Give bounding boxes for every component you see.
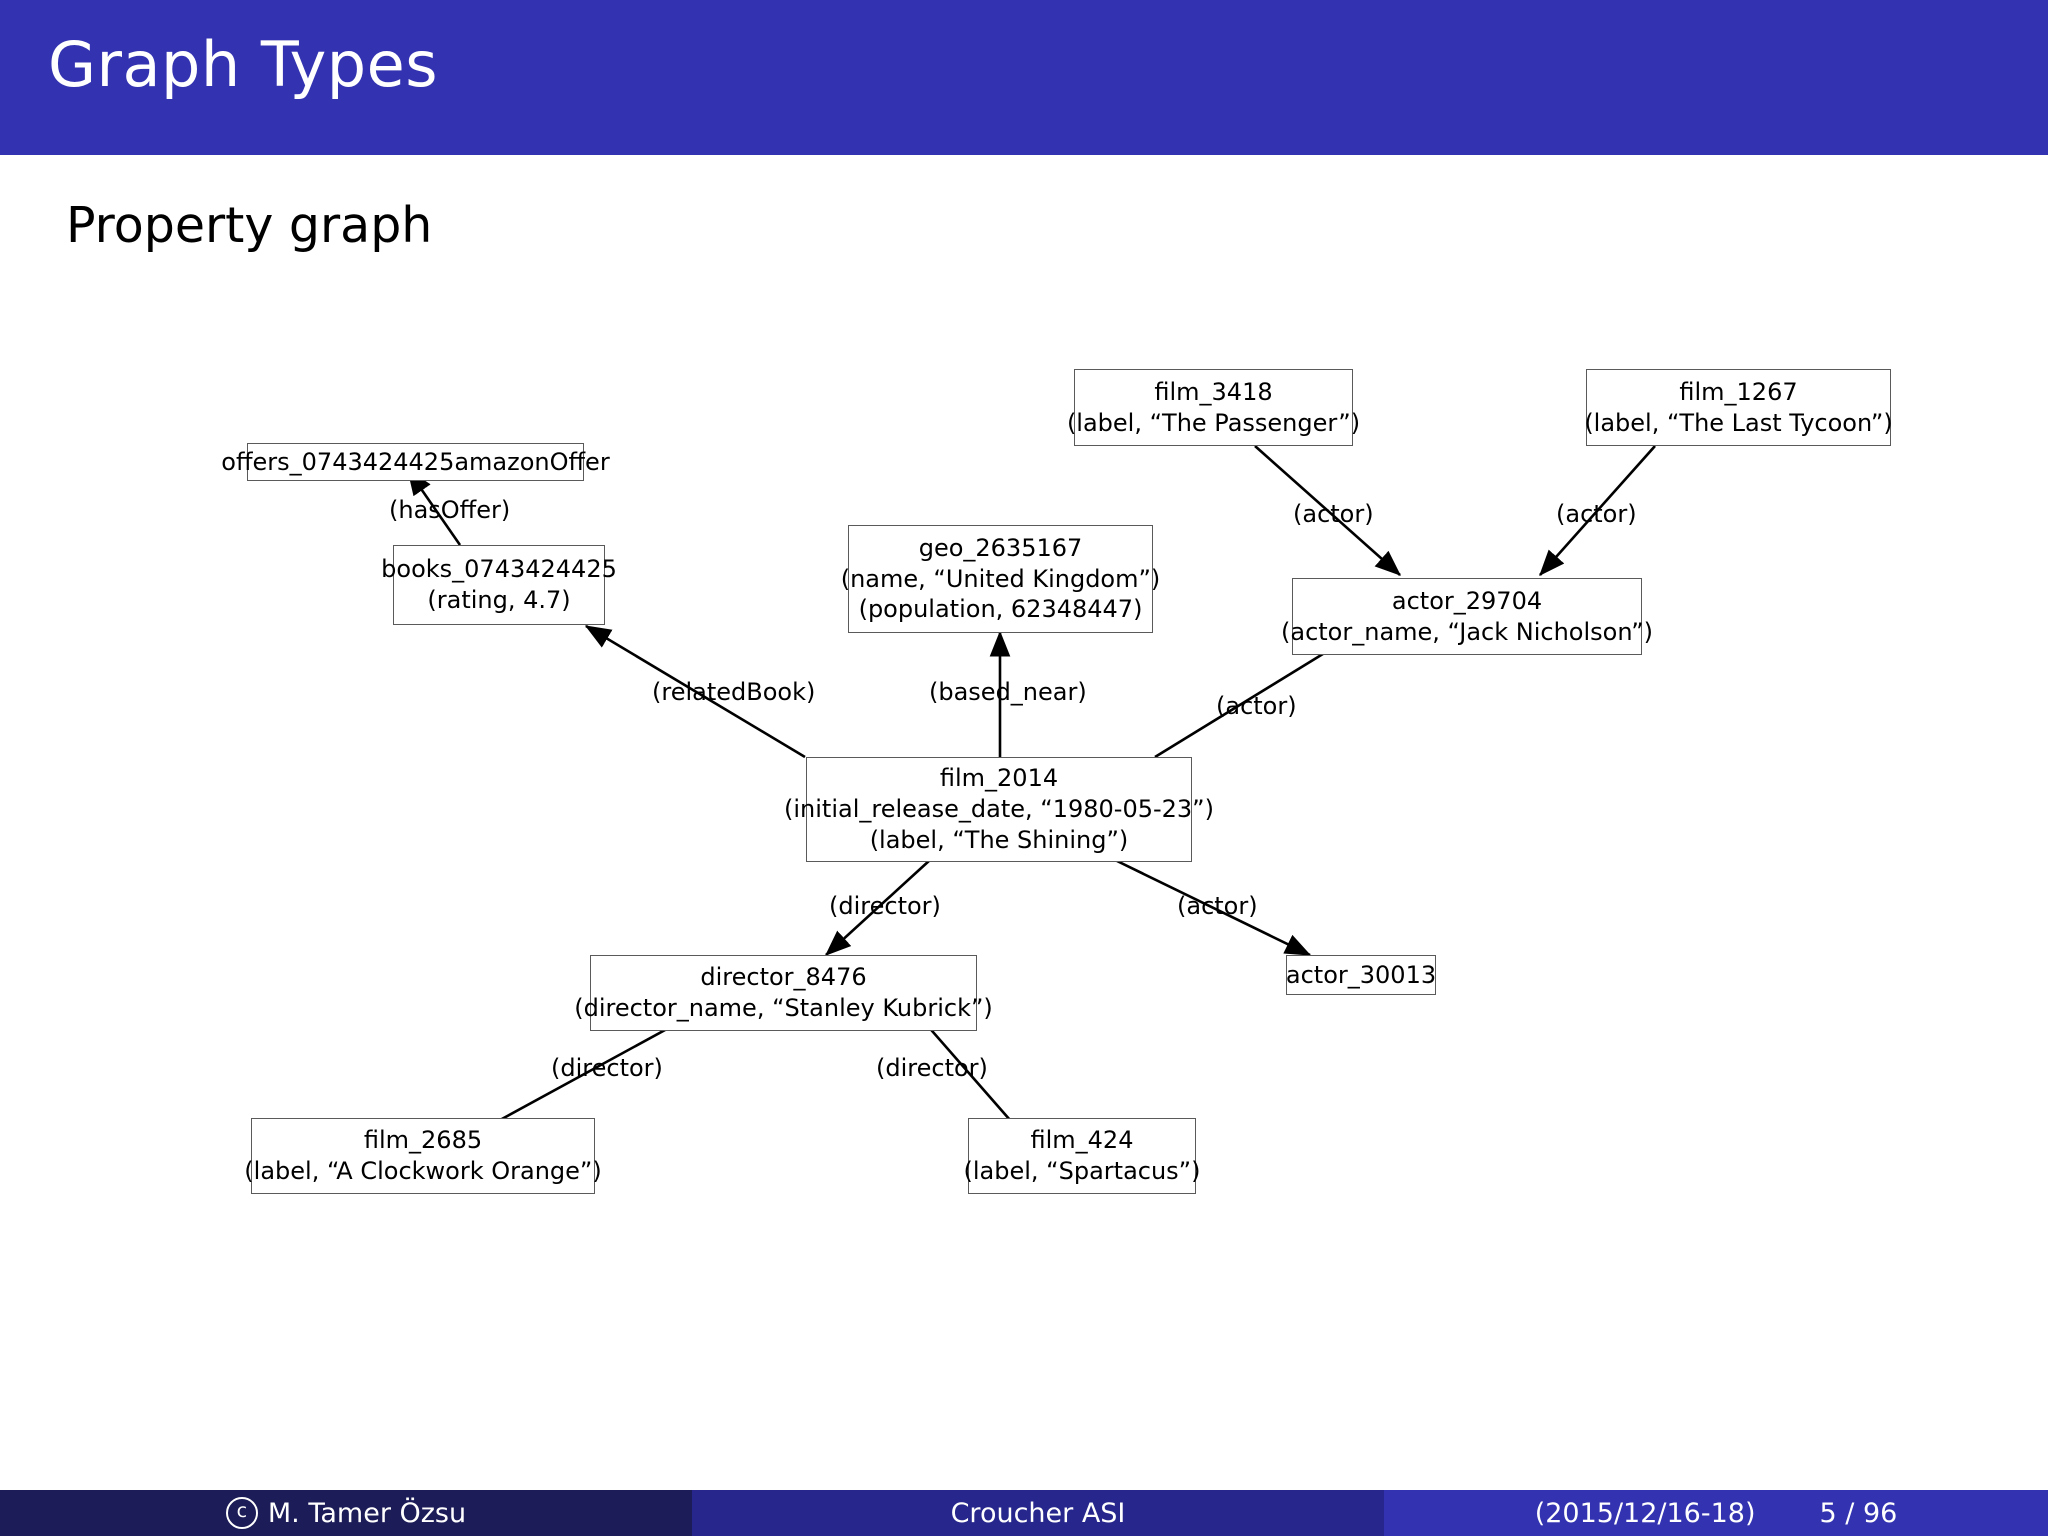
edge-label-director-film424: (director)	[876, 1054, 988, 1082]
edge-label-actor-film3418: (actor)	[1293, 500, 1374, 528]
page-title: Graph Types	[48, 28, 439, 101]
edge-label-director-film2014: (director)	[829, 892, 941, 920]
footer-date: (2015/12/16-18)	[1534, 1497, 1756, 1529]
node-line: (initial_release_date, “1980-05-23”)	[784, 795, 1214, 824]
copyright-icon: c	[225, 1497, 258, 1529]
node-actor-29704[interactable]: actor_29704 (actor_name, “Jack Nicholson…	[1281, 578, 1653, 655]
node-line: actor_30013	[1285, 960, 1437, 989]
node-line: (label, “The Shining”)	[869, 825, 1129, 854]
node-line: (label, “A Clockwork Orange”)	[244, 1157, 602, 1185]
node-line: (rating, 4.7)	[427, 586, 571, 614]
node-director-8476[interactable]: director_8476 (director_name, “Stanley K…	[574, 955, 993, 1031]
footer-date-page-segment: (2015/12/16-18) 5 / 96	[1384, 1490, 2048, 1536]
node-line: (director_name, “Stanley Kubrick”)	[574, 994, 993, 1022]
node-film-424[interactable]: film_424 (label, “Spartacus”)	[964, 1118, 1200, 1194]
edge-label-actor-film1267: (actor)	[1556, 500, 1637, 528]
node-film-2014[interactable]: film_2014 (initial_release_date, “1980-0…	[784, 757, 1214, 862]
edge-actor-film2014b	[1114, 858, 1312, 957]
node-line: film_2685	[363, 1126, 483, 1155]
node-line: (actor_name, “Jack Nicholson”)	[1281, 617, 1654, 646]
node-line: film_3418	[1154, 377, 1273, 406]
node-geo-2635167[interactable]: geo_2635167 (name, “United Kingdom”) (po…	[841, 525, 1160, 633]
footer-venue: Croucher ASI	[950, 1497, 1126, 1529]
node-line: offers_0743424425amazonOffer	[221, 447, 610, 476]
node-line: film_2014	[939, 764, 1059, 793]
footer-bar: c M. Tamer Özsu Croucher ASI (2015/12/16…	[0, 1490, 2048, 1536]
edge-label-actor-film2014b: (actor)	[1177, 892, 1258, 920]
title-bar: Graph Types	[0, 0, 2048, 155]
node-offers-0743424425amazonOffer[interactable]: offers_0743424425amazonOffer	[221, 443, 610, 481]
footer-date-page: (2015/12/16-18) 5 / 96	[1535, 1498, 1898, 1529]
edge-actor-film3418	[1254, 445, 1401, 576]
node-line: (population, 62348447)	[858, 595, 1143, 624]
node-books-0743424425[interactable]: books_0743424425 (rating, 4.7)	[381, 545, 617, 625]
footer-author: M. Tamer Özsu	[267, 1497, 467, 1529]
node-line: film_424	[1030, 1126, 1134, 1155]
node-film-3418[interactable]: film_3418 (label, “The Passenger”)	[1067, 369, 1360, 446]
node-line: actor_29704	[1391, 586, 1543, 615]
node-film-1267[interactable]: film_1267 (label, “The Last Tycoon”)	[1584, 369, 1893, 446]
node-line: film_1267	[1679, 377, 1798, 406]
node-actor-30013[interactable]: actor_30013	[1286, 955, 1436, 995]
edge-label-relatedBook: (relatedBook)	[652, 678, 816, 706]
edge-director-film2014	[825, 859, 931, 956]
node-film-2685[interactable]: film_2685 (label, “A Clockwork Orange”)	[244, 1118, 602, 1194]
edge-label-hasOffer: (hasOffer)	[389, 496, 511, 524]
node-line: (label, “The Passenger”)	[1066, 408, 1361, 437]
node-line: (label, “Spartacus”)	[963, 1157, 1201, 1185]
edge-label-actor-film2014: (actor)	[1216, 692, 1297, 720]
footer-author-segment: c M. Tamer Özsu	[0, 1490, 692, 1536]
edge-relatedBook	[584, 624, 806, 759]
node-line: director_8476	[700, 963, 867, 992]
node-line: books_0743424425	[381, 555, 617, 584]
section-heading: Property graph	[66, 197, 433, 254]
edge-label-based_near: (based_near)	[929, 678, 1087, 706]
edge-hasOffer	[406, 468, 462, 546]
footer-page-number: 5 / 96	[1819, 1497, 1898, 1529]
footer-venue-segment: Croucher ASI	[692, 1490, 1384, 1536]
edge-actor-film1267	[1539, 445, 1656, 576]
node-line: (label, “The Last Tycoon”)	[1584, 408, 1893, 437]
copyright: c M. Tamer Özsu	[225, 1497, 467, 1529]
node-line: geo_2635167	[918, 533, 1083, 562]
node-line: (name, “United Kingdom”)	[840, 564, 1161, 593]
edge-label-director-film2685: (director)	[551, 1054, 663, 1082]
